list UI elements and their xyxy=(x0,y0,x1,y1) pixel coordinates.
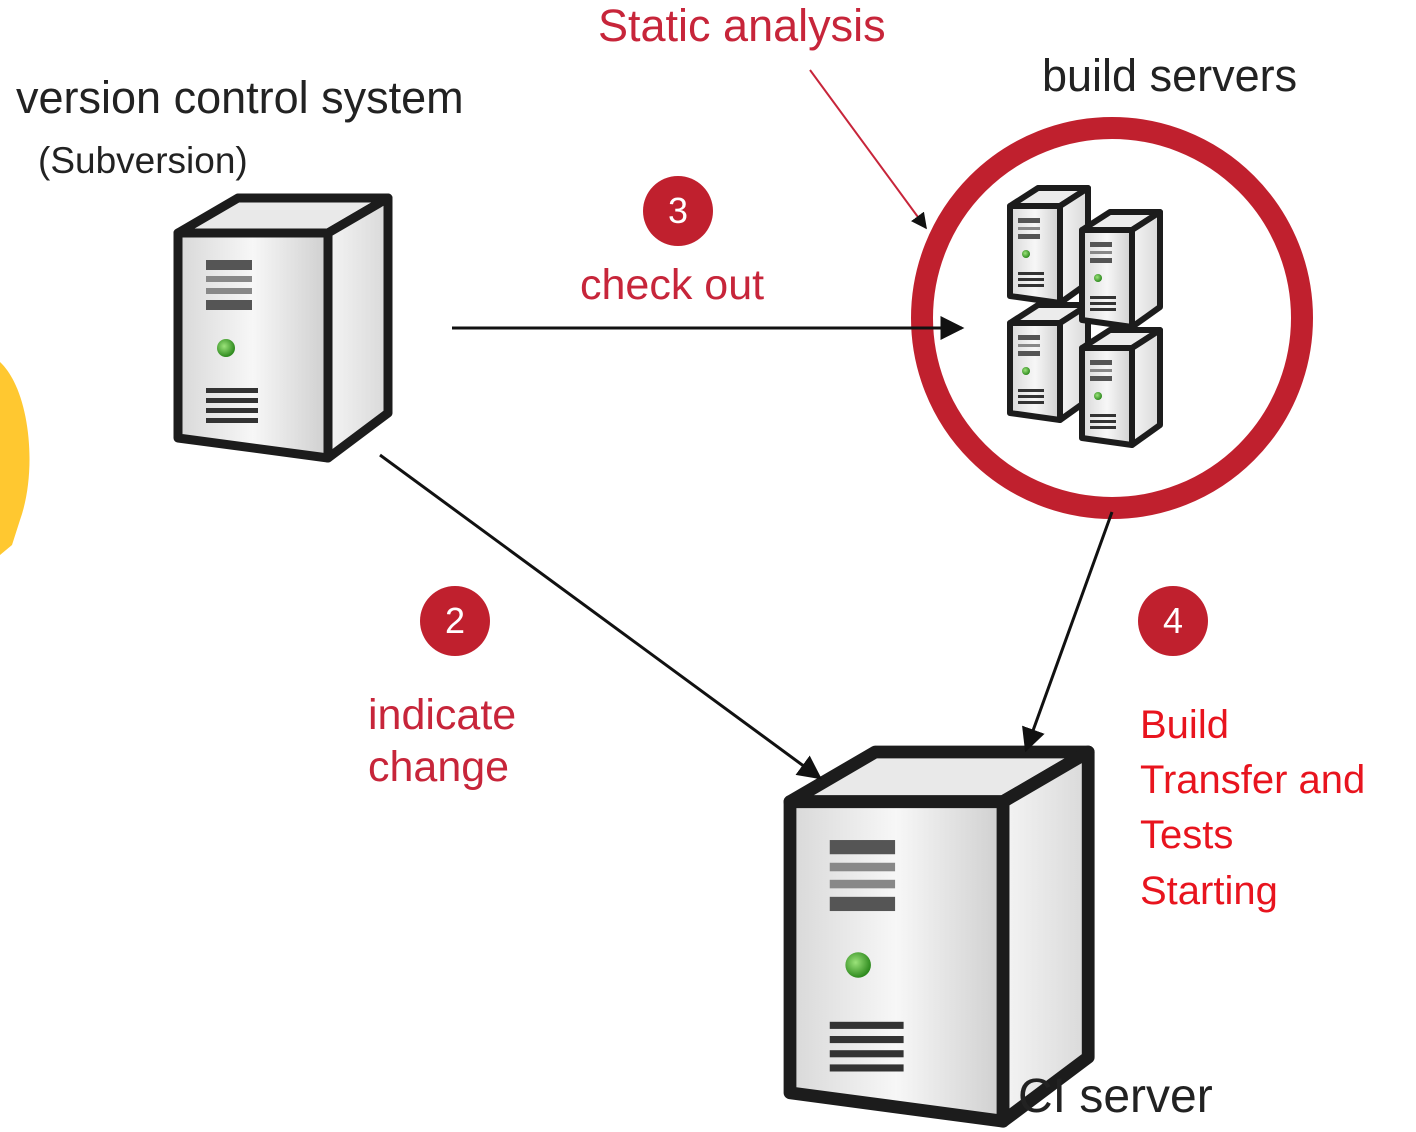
yellow-decoration xyxy=(0,362,30,555)
build-task-line: Build xyxy=(1140,703,1229,747)
static-analysis-label: Static analysis xyxy=(598,0,886,51)
vcs-server-icon xyxy=(178,198,388,458)
build-task-line: Starting xyxy=(1140,868,1278,913)
arrow-build xyxy=(1022,511,1114,753)
check-out-label: check out xyxy=(580,261,765,309)
ci-server-icon xyxy=(790,752,1088,1121)
indicate-change-line: change xyxy=(368,742,510,791)
build-servers-highlight-ring xyxy=(911,117,1313,519)
step-4-badge: 4 xyxy=(1138,586,1208,656)
build-tasks-label: Build Transfer and Tests Starting xyxy=(1140,698,1365,919)
ci-server-title: CI server xyxy=(1018,1070,1213,1123)
arrow-static-analysis xyxy=(809,69,927,230)
vcs-title: version control system xyxy=(16,72,464,123)
build-servers-title: build servers xyxy=(1042,50,1298,101)
vcs-subtitle: (Subversion) xyxy=(38,140,248,181)
build-task-line: Tests xyxy=(1140,813,1234,858)
arrow-indicate-change xyxy=(379,453,822,780)
build-servers-cluster-icon xyxy=(1010,188,1160,445)
step-3-badge: 3 xyxy=(643,176,713,246)
build-task-line: Transfer and xyxy=(1140,758,1366,803)
indicate-change-line: indicate xyxy=(368,691,517,739)
step-2-badge: 2 xyxy=(420,586,490,656)
indicate-change-label: indicate change xyxy=(368,690,516,793)
